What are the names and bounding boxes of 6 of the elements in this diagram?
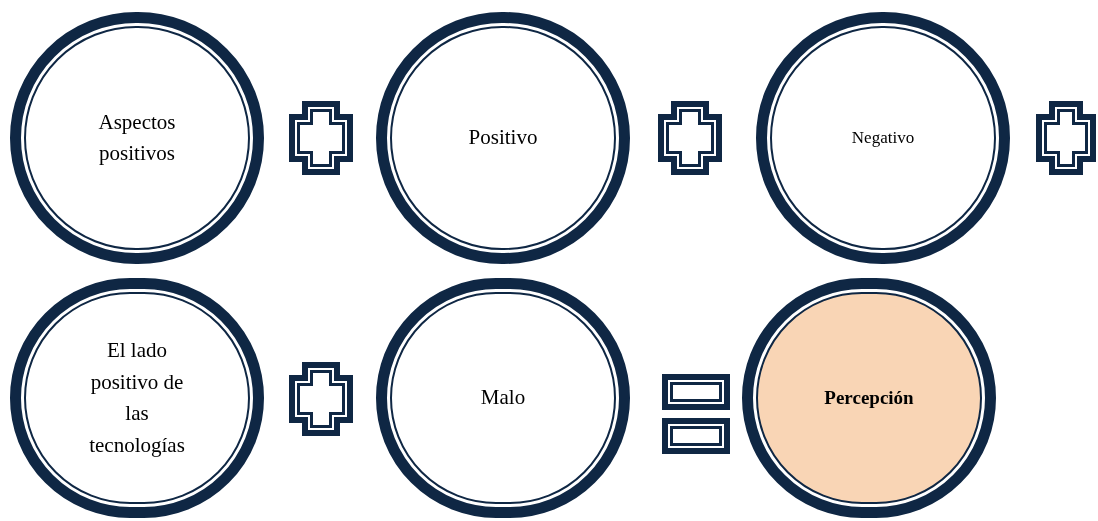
circle-label: Positivo	[468, 124, 538, 152]
circle-label: Percepción	[824, 385, 914, 410]
circle-label: El lado positivo de las tecnologías	[88, 337, 186, 459]
circle-label: Malo	[480, 384, 526, 412]
circle-label: Aspectos positivos	[97, 108, 177, 167]
circle-label: Negativo	[851, 127, 915, 150]
